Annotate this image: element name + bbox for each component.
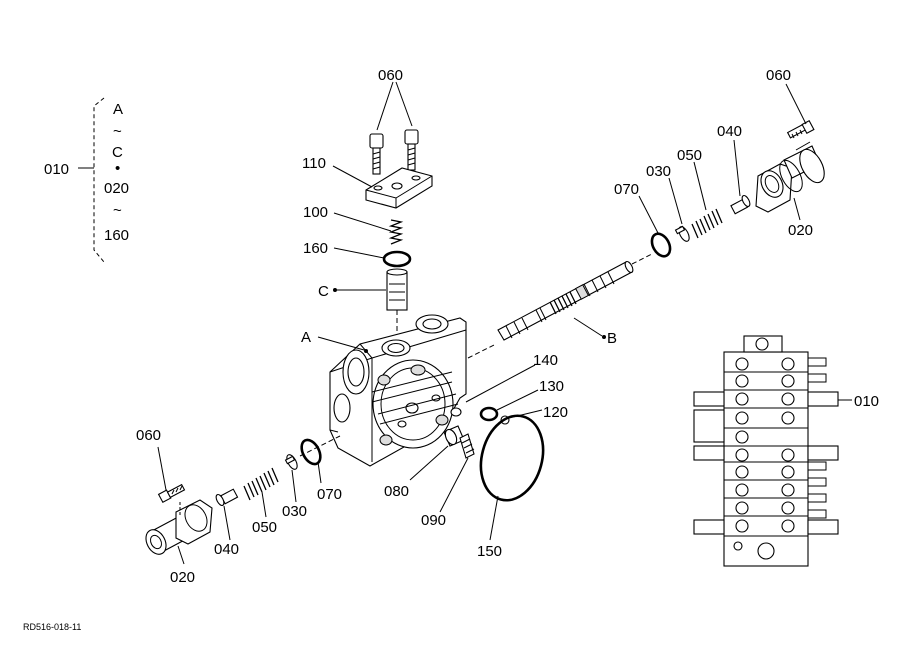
range-label-c: C	[112, 144, 123, 161]
label-070-top: 070	[614, 181, 639, 198]
label-090: 090	[421, 512, 446, 529]
label-050-top: 050	[677, 147, 702, 164]
range-label-160: 160	[104, 227, 129, 244]
o-ring-070-right	[650, 232, 672, 258]
valve-body	[329, 314, 467, 467]
range-tilde-1: ~	[113, 123, 122, 140]
screw-090	[459, 433, 475, 459]
left-end-group: 070 030 050 040 020	[136, 427, 342, 586]
bolt-060-left-cap	[157, 483, 186, 504]
drawing-code: RD516-018-11	[23, 622, 81, 632]
bolt-060-right-cap	[786, 119, 815, 139]
bolt-060-left	[369, 133, 384, 175]
range-label-a: A	[113, 101, 123, 118]
label-120: 120	[543, 404, 568, 421]
label-140: 140	[533, 352, 558, 369]
cover-plate-110	[365, 167, 433, 209]
label-060-left: 060	[136, 427, 161, 444]
label-030-top: 030	[646, 163, 671, 180]
spool-b	[467, 253, 653, 359]
o-ring-160	[382, 250, 412, 268]
label-060-right: 060	[766, 67, 791, 84]
ref-label-b: B	[607, 330, 617, 347]
label-020-right: 020	[788, 222, 813, 239]
label-080: 080	[384, 483, 409, 500]
top-cover-group: 060 110 100 160	[302, 67, 433, 340]
spring-050-right	[691, 208, 723, 239]
ref-label-a: A	[301, 329, 311, 346]
right-end-group: 070 030 050 040 020	[614, 67, 825, 258]
o-ring-150	[479, 414, 545, 502]
collar-040-left	[215, 488, 239, 507]
label-030-bottom: 030	[282, 503, 307, 520]
washer-030-left	[284, 454, 298, 470]
label-040-top: 040	[717, 123, 742, 140]
washer-030-right	[674, 225, 690, 242]
bolt-060-right	[404, 129, 419, 171]
label-070-bottom: 070	[317, 486, 342, 503]
label-160: 160	[303, 240, 328, 257]
label-110: 110	[302, 155, 326, 172]
label-060-top: 060	[378, 67, 403, 84]
range-dot: •	[115, 160, 120, 177]
spring-cap-020-right	[755, 141, 825, 213]
o-ring-130	[479, 406, 499, 422]
label-010-right: 010	[854, 393, 879, 410]
spring-cap-020-left	[145, 499, 213, 555]
label-010-left: 010	[44, 161, 69, 178]
o-ring-070-left	[300, 438, 322, 466]
center-small-parts: 140 130 120 080 090 150	[384, 352, 568, 560]
label-130: 130	[539, 378, 564, 395]
label-150: 150	[477, 543, 502, 560]
valve-assembly-010: 010	[693, 335, 879, 567]
range-tilde-2: ~	[113, 202, 122, 219]
spring-050-left	[243, 467, 279, 501]
spring-100	[388, 219, 404, 245]
label-020-left: 020	[170, 569, 195, 586]
label-040-bottom: 040	[214, 541, 239, 558]
label-100: 100	[303, 204, 328, 221]
ref-label-c: C	[318, 283, 329, 300]
range-label-020: 020	[104, 180, 129, 197]
assembly-range-bracket: 010 A ~ C • 020 ~ 160	[44, 97, 129, 263]
collar-040-right	[730, 194, 751, 215]
plug-c	[386, 268, 408, 311]
label-050-bottom: 050	[252, 519, 277, 536]
